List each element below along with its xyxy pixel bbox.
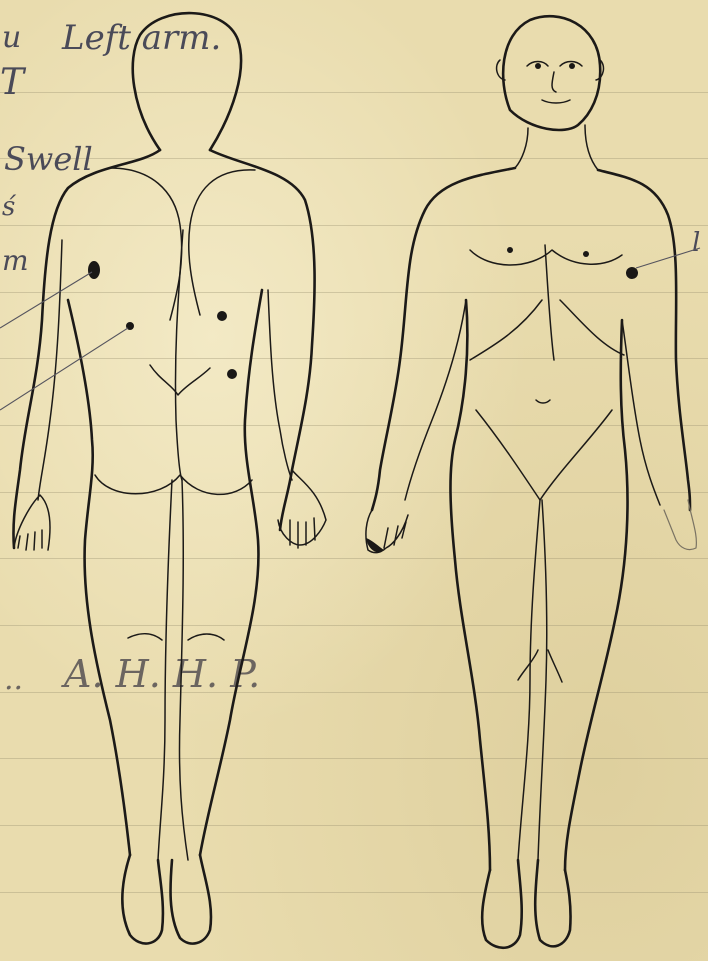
front-ribcage — [470, 300, 624, 360]
back-mark-lower — [227, 369, 237, 379]
back-spine — [175, 230, 183, 480]
back-left-inner-arm — [38, 240, 62, 500]
back-left-foot — [122, 855, 163, 944]
back-buttocks — [95, 475, 252, 494]
front-right-foot — [482, 860, 522, 948]
back-right-arm — [210, 150, 315, 530]
front-navel — [536, 400, 550, 403]
back-mark-right — [217, 311, 227, 321]
back-right-foot — [170, 855, 211, 944]
front-sternum — [545, 245, 554, 360]
front-right-eye — [569, 63, 575, 69]
back-pointer-line — [0, 272, 92, 328]
back-right-inner-arm — [268, 290, 292, 480]
front-head — [503, 16, 600, 130]
front-right-inner-arm — [405, 300, 466, 500]
back-left-hand — [14, 495, 50, 550]
back-mark-arm — [88, 261, 100, 279]
front-right-nipple — [507, 247, 513, 253]
front-nose-mouth — [542, 72, 570, 103]
front-left-foot — [535, 860, 570, 946]
front-left-nipple — [583, 251, 589, 257]
front-left-eye — [535, 63, 541, 69]
back-lower-back — [150, 365, 210, 395]
front-left-leg-inner — [538, 500, 547, 860]
front-knees — [518, 650, 562, 682]
front-mark-arm — [626, 267, 638, 279]
back-pointer-line-2 — [0, 328, 128, 410]
back-head — [133, 13, 241, 150]
back-right-leg-inner — [179, 480, 188, 860]
back-right-scapula — [189, 170, 255, 315]
front-left-side — [565, 320, 628, 870]
front-pointer-line — [636, 248, 700, 268]
front-groin — [476, 410, 612, 500]
front-ears — [497, 60, 604, 80]
back-right-hand — [278, 470, 326, 548]
front-right-arm — [372, 168, 515, 510]
back-left-scapula — [110, 168, 182, 320]
back-left-arm — [13, 150, 160, 548]
back-knees — [128, 634, 224, 640]
body-outline-front — [366, 16, 700, 948]
back-left-leg-inner — [158, 480, 172, 860]
front-right-leg-inner — [518, 500, 540, 860]
front-right-side — [450, 300, 490, 870]
front-neck — [515, 125, 598, 170]
body-outline-back — [0, 13, 326, 943]
back-left-side — [68, 300, 130, 855]
front-left-hand — [664, 500, 696, 550]
